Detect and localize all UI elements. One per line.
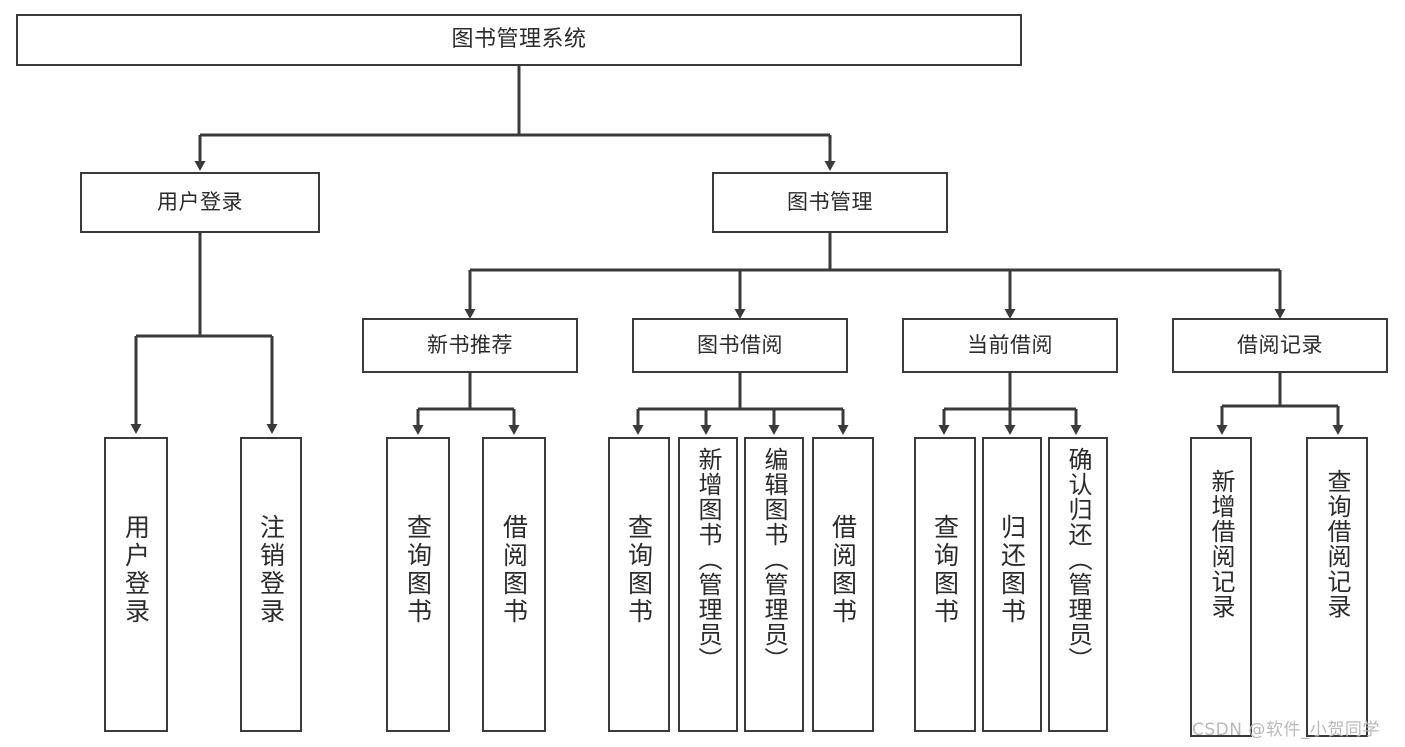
node-label: 图书管理系统 [451,27,587,53]
leaf-query-borrow-record[interactable]: 查询借阅记录 [1306,437,1368,737]
leaf-user-login[interactable]: 用户登录 [104,437,168,732]
node-book-management[interactable]: 图书管理 [712,172,948,233]
leaf-query-book-current[interactable]: 查询图书 [914,437,976,732]
node-current-borrow[interactable]: 当前借阅 [902,318,1118,373]
node-label: 用户登录 [121,514,151,626]
leaf-borrow-book[interactable]: 借阅图书 [812,437,874,732]
node-label: 图书借阅 [697,333,783,358]
csdn-watermark: CSDN @软件_小贺同学 [1192,720,1380,740]
leaf-logout[interactable]: 注销登录 [240,437,302,732]
node-label: 图书管理 [787,190,873,215]
node-label: 当前借阅 [967,333,1053,358]
leaf-add-borrow-record[interactable]: 新增借阅记录 [1190,437,1252,737]
node-label: 查询图书 [403,514,433,626]
node-borrow-record[interactable]: 借阅记录 [1172,318,1388,373]
node-label: 借阅图书 [828,514,858,626]
node-label: 借阅记录 [1237,333,1323,358]
node-user-login[interactable]: 用户登录 [80,172,320,233]
node-root-book-management-system[interactable]: 图书管理系统 [16,14,1022,66]
node-label: 确认归还（管理员） [1064,447,1092,672]
leaf-edit-book-admin[interactable]: 编辑图书（管理员） [744,437,804,732]
node-new-book-recommendation[interactable]: 新书推荐 [362,318,578,373]
leaf-borrow-book-recommend[interactable]: 借阅图书 [482,437,546,732]
node-label: 新增借阅记录 [1207,469,1235,619]
node-label: 注销登录 [256,514,286,626]
leaf-query-book-recommend[interactable]: 查询图书 [386,437,450,732]
leaf-confirm-return-admin[interactable]: 确认归还（管理员） [1048,437,1108,732]
node-label: 查询图书 [624,514,654,626]
node-label: 编辑图书（管理员） [760,447,788,672]
node-label: 用户登录 [157,190,243,215]
node-label: 借阅图书 [499,514,529,626]
node-book-borrow[interactable]: 图书借阅 [632,318,848,373]
node-label: 查询图书 [930,514,960,626]
leaf-query-book-borrow[interactable]: 查询图书 [608,437,670,732]
node-label: 新书推荐 [427,333,513,358]
node-label: 新增图书（管理员） [694,447,722,672]
leaf-return-book[interactable]: 归还图书 [982,437,1042,732]
leaf-add-book-admin[interactable]: 新增图书（管理员） [678,437,738,732]
node-label: 查询借阅记录 [1323,469,1351,619]
node-label: 归还图书 [997,514,1027,626]
